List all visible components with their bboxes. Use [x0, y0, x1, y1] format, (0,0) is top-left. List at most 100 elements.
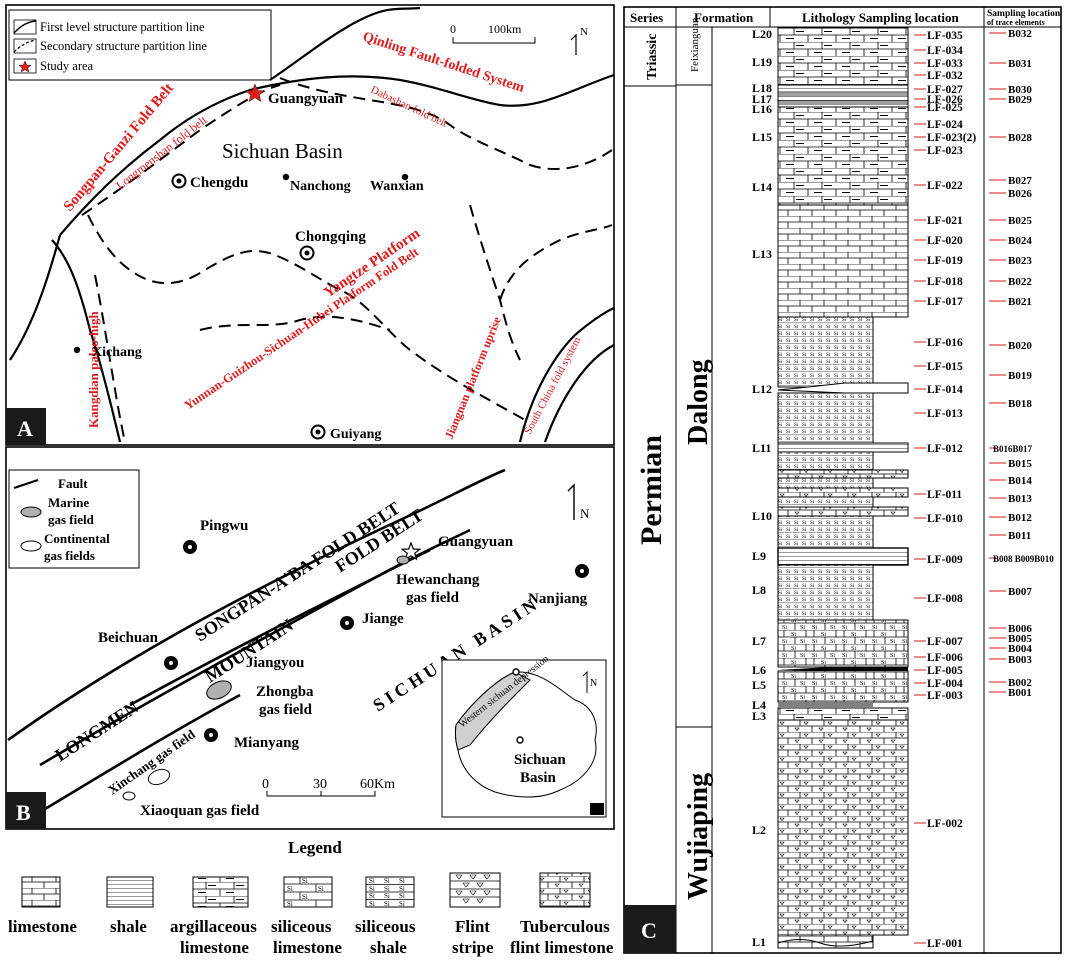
trace-label: B024	[1008, 235, 1032, 247]
legend-continental-2: gas fields	[44, 548, 95, 563]
unit-l12-lower	[777, 392, 874, 444]
city-guangyuan-a: Guangyuan	[268, 91, 344, 107]
svg-text:Si: Si	[287, 885, 293, 893]
svg-text:0: 0	[262, 777, 269, 792]
panel-b-scale-bar: 0 30 60Km	[262, 777, 395, 797]
siliceous-shale-swatch: Si Si Si Si Si Si Si Si Si Si Si Si	[365, 876, 415, 908]
label-kangdian: Kangdian paleo-high	[86, 311, 101, 428]
sample-row: LF-034	[914, 45, 963, 57]
lithology-column	[777, 27, 909, 949]
trace-label: B011	[1008, 530, 1031, 542]
panel-b-faults	[7, 468, 506, 814]
unit-l1	[777, 934, 874, 949]
trace-row: B006	[989, 623, 1032, 635]
unit-l3	[777, 707, 909, 721]
trace-label: B014	[1008, 475, 1032, 487]
sample-row: LF-025	[914, 102, 963, 114]
trace-label: B008 B009B010	[993, 554, 1054, 564]
trace-label: B006	[1008, 623, 1032, 635]
header-trace-2: of trace elements	[987, 18, 1045, 27]
trace-row: B002	[989, 677, 1032, 689]
sample-label: LF-001	[927, 938, 963, 950]
trace-row: B003	[989, 654, 1032, 666]
unit-l13	[777, 204, 909, 318]
svg-text:Si: Si	[384, 877, 390, 885]
sample-row: LF-018	[914, 276, 963, 288]
trace-label: B016B017	[993, 444, 1033, 454]
layer-label: L20	[752, 27, 772, 41]
formation-wujiaping: Wujiaping	[683, 773, 714, 900]
guangyuan-star-icon	[244, 83, 266, 102]
place-mianyang: Mianyang	[234, 735, 300, 751]
svg-text:Si: Si	[302, 877, 308, 885]
xinchang-field-icon	[147, 768, 171, 786]
city-chengdu: Chengdu	[190, 175, 248, 191]
legend-item-6-line1: Flint	[455, 917, 490, 936]
trace-label: B032	[1008, 28, 1032, 40]
header-series: Series	[630, 10, 663, 25]
trace-row: B016B017	[989, 444, 1033, 454]
trace-label: B022	[1008, 276, 1032, 288]
sample-label: LF-023	[927, 145, 963, 157]
legend-secondary-swatch	[13, 38, 37, 54]
trace-row: B031	[989, 58, 1032, 70]
place-zhongba-2: gas field	[259, 702, 313, 718]
trace-label: B005	[1008, 633, 1032, 645]
trace-label: B007	[1008, 586, 1032, 598]
legend-item-4-line1: siliceous	[271, 917, 332, 936]
layer-label: L14	[752, 180, 772, 194]
svg-text:Si: Si	[399, 877, 405, 885]
unit-l14-l15	[777, 106, 909, 206]
sample-label: LF-007	[927, 636, 963, 648]
panel-c-column: Series Formation Lithology Sampling loca…	[623, 6, 1062, 954]
trace-label: B020	[1008, 340, 1032, 352]
trace-label: B030	[1008, 84, 1032, 96]
sample-label: LF-019	[927, 255, 963, 267]
sample-label: LF-015	[927, 361, 963, 373]
city-wanxian: Wanxian	[370, 179, 424, 194]
sample-row: LF-022	[914, 180, 963, 192]
inset-north-arrow-icon	[582, 670, 588, 693]
svg-text:Si: Si	[369, 877, 375, 885]
sichuan-basin-label: Sichuan Basin	[222, 139, 343, 163]
legend-item-7-line2: flint limestone	[510, 938, 614, 957]
city-chongqing: Chongqing	[295, 229, 366, 245]
unit-l11-band	[777, 442, 909, 453]
place-guangyuan-b: Guangyuan	[438, 534, 514, 550]
sample-row: LF-035	[914, 30, 963, 42]
sample-row: LF-026	[914, 94, 963, 106]
sample-row: LF-023(2)	[914, 132, 976, 144]
legend-item-3-line1: argillaceous	[170, 917, 257, 936]
svg-text:Si: Si	[369, 892, 375, 900]
svg-text:Si: Si	[302, 893, 308, 901]
trace-label: B027	[1008, 175, 1032, 187]
city-nanchong: Nanchong	[290, 179, 351, 194]
trace-label: B029	[1008, 94, 1032, 106]
header-trace-1: Sampling location	[987, 9, 1061, 19]
series-triassic: Triassic	[645, 34, 660, 80]
sample-label: LF-003	[927, 690, 963, 702]
sample-row: LF-003	[914, 690, 963, 702]
trace-label: B015	[1008, 458, 1032, 470]
inset-depression-area	[454, 671, 531, 751]
sample-label: LF-008	[927, 593, 963, 605]
sample-label: LF-012	[927, 443, 963, 455]
unit-l6	[778, 667, 908, 671]
trace-row: B022	[989, 276, 1032, 288]
sample-row: LF-011	[914, 489, 962, 501]
inset-basin-label-2: Basin	[520, 770, 557, 786]
trace-row: B007	[989, 586, 1032, 598]
sample-label: LF-022	[927, 180, 963, 192]
trace-label: B025	[1008, 215, 1032, 227]
legend-fault: Fault	[58, 476, 88, 491]
place-zhongba-1: Zhongba	[256, 684, 314, 700]
panel-a-label: A	[17, 416, 33, 441]
sample-label: LF-011	[927, 489, 962, 501]
panel-a-scale-bar: 0 100km	[450, 22, 536, 44]
series-permian: Permian	[635, 435, 668, 545]
svg-text:Si: Si	[384, 885, 390, 893]
layer-label: L4	[752, 698, 766, 712]
unit-l8	[777, 564, 874, 621]
sample-label: LF-009	[927, 554, 963, 566]
inset-corner-mark	[590, 803, 604, 815]
